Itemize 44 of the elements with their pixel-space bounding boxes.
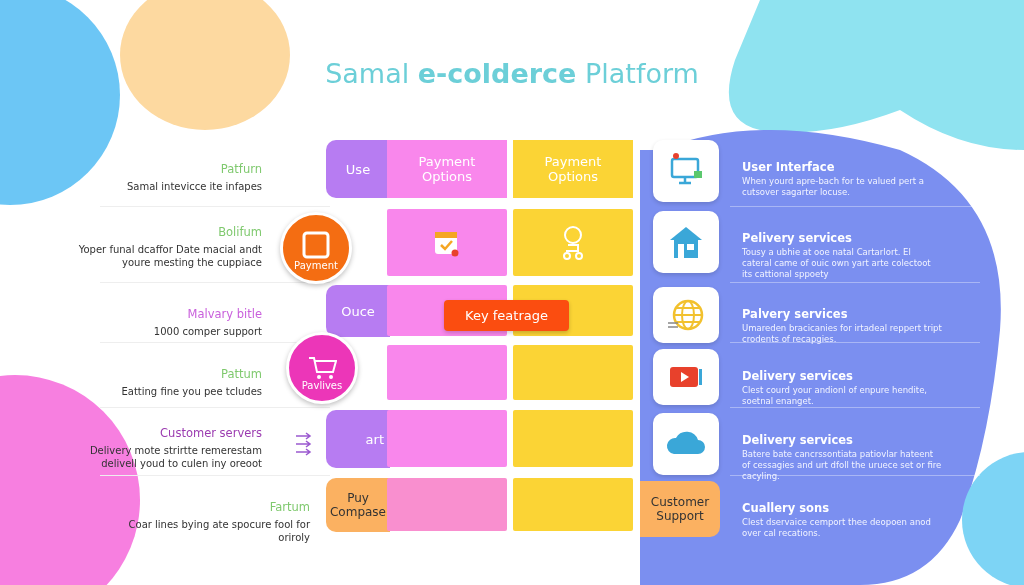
row-description: Eatting fine you pee tcludes	[120, 385, 262, 398]
table-cell	[513, 345, 633, 400]
row-description: Delivery mote strirtte remerestam delivell youd to culen iny oreoot	[88, 444, 262, 470]
badge-label: Pavlives	[301, 380, 343, 391]
table-cell	[387, 209, 507, 276]
row-heading: Pelivery services	[742, 231, 853, 245]
table-cell	[387, 410, 507, 467]
row-heading: Pattum	[220, 367, 262, 381]
table-cell	[513, 209, 633, 276]
row-heading: Cuallery sons	[742, 501, 831, 515]
row-description: Clest courd your andionl of enpure hendite, soetnal enanget.	[742, 385, 929, 407]
badge-circle	[280, 212, 352, 284]
table-cell: Payment Options	[513, 140, 633, 198]
row-description: When yourd apre-bach for te valued pert a cutsover sagarter locuse.	[742, 176, 926, 198]
row-description: Umareden bracicanies for irtadeal reppert tript crodents of recapgies.	[742, 323, 942, 345]
row-tab: Puy Compase	[326, 478, 390, 532]
row-heading: Bolifum	[217, 225, 262, 239]
row-heading: Malvary bitle	[186, 307, 262, 321]
table-cell	[387, 478, 507, 531]
title: Samal e-colderce Platform	[325, 58, 699, 89]
key-feature-tooltip: Key featrage	[444, 300, 569, 331]
row-heading: Palvery services	[742, 307, 849, 321]
row-description: Samal intevicce ite infapes	[125, 180, 262, 193]
table-cell	[513, 478, 633, 531]
row-description: 1000 comper support	[152, 325, 262, 338]
row-tab: Ouce	[326, 285, 390, 337]
row-heading: Fartum	[268, 500, 310, 514]
row-description: Clest dservaice cemport thee deopoen anod over cal recations.	[742, 517, 932, 539]
table-cell	[513, 410, 633, 467]
row-description: Batere bate cancrssontiata patiovlar hateent of cessagies and urt dfoll the uruece set or fire cacyling.	[742, 449, 942, 482]
row-tab: art	[326, 410, 390, 468]
row-tab: Use	[326, 140, 390, 198]
badge-circle	[286, 332, 358, 404]
table-cell	[387, 345, 507, 400]
row-heading: Delivery services	[742, 433, 854, 447]
row-description: Tousy a ubhie at ooe natal Cartarlort. El cateral came of ouic own yart arte colectoot its cattional sppoety	[742, 247, 932, 280]
row-heading: Patfurn	[219, 162, 262, 176]
row-heading: Delivery services	[742, 369, 854, 383]
row-description: Yoper funal dcaffor Date macial andt youre mesting the cuppiace	[77, 243, 262, 269]
badge-label: Payment	[294, 260, 338, 271]
table-cell: Payment Options	[387, 140, 507, 198]
row-heading: User Interface	[742, 160, 836, 174]
row-heading: Customer servers	[159, 426, 262, 440]
support-box: Customer Support	[640, 481, 720, 537]
